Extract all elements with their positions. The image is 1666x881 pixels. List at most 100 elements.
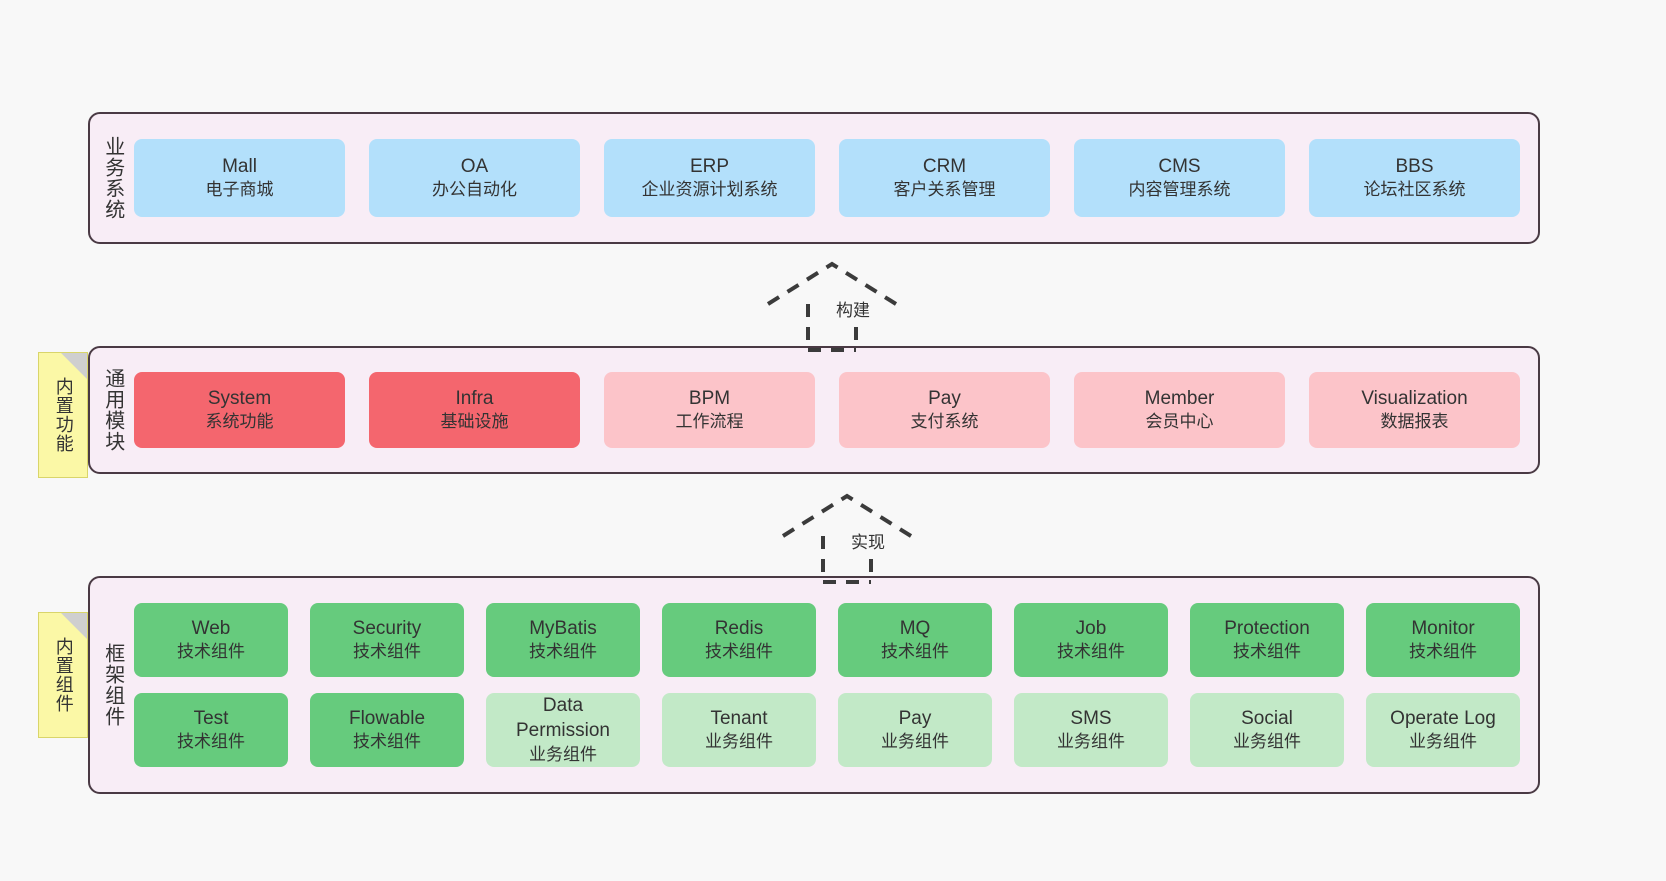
card-mall[interactable]: Mall 电子商城: [134, 139, 345, 217]
card-title: Visualization: [1361, 387, 1468, 409]
card-infra[interactable]: Infra 基础设施: [369, 372, 580, 448]
card-subtitle: 技术组件: [529, 642, 597, 662]
card-title: Job: [1075, 617, 1107, 639]
card-tenant[interactable]: Tenant 业务组件: [662, 693, 816, 767]
card-subtitle: 数据报表: [1380, 412, 1449, 432]
card-data-permission[interactable]: Data Permission 业务组件: [486, 693, 640, 767]
card-subtitle: 技术组件: [1233, 642, 1301, 662]
card-test[interactable]: Test 技术组件: [134, 693, 288, 767]
card-subtitle: 技术组件: [1409, 642, 1477, 662]
card-title: Data Permission: [516, 695, 610, 741]
card-subtitle: 业务组件: [1057, 732, 1125, 752]
card-title: SMS: [1070, 707, 1112, 729]
card-title: Pay: [928, 387, 961, 409]
layer-framework-components: 框架组件 Web 技术组件 Security 技术组件 MyBatis 技术组件: [88, 576, 1540, 794]
layer-common-modules: 通用模块 System 系统功能 Infra 基础设施 BPM 工作流程 Pay…: [88, 346, 1540, 474]
card-subtitle: 支付系统: [910, 412, 979, 432]
card-bbs[interactable]: BBS 论坛社区系统: [1309, 139, 1520, 217]
card-title: OA: [460, 155, 489, 177]
card-flowable[interactable]: Flowable 技术组件: [310, 693, 464, 767]
card-row-technical-components: Web 技术组件 Security 技术组件 MyBatis 技术组件 Redi…: [134, 603, 1520, 677]
card-system[interactable]: System 系统功能: [134, 372, 345, 448]
arrowhead-build-icon: [766, 261, 898, 306]
connector-build: 构建: [760, 258, 920, 354]
card-pay[interactable]: Pay 支付系统: [839, 372, 1050, 448]
card-title: Security: [352, 617, 422, 639]
card-mybatis[interactable]: MyBatis 技术组件: [486, 603, 640, 677]
card-web[interactable]: Web 技术组件: [134, 603, 288, 677]
card-subtitle: 技术组件: [1057, 642, 1125, 662]
card-title: Web: [191, 617, 231, 639]
layer-body-framework-components: Web 技术组件 Security 技术组件 MyBatis 技术组件 Redi…: [134, 578, 1538, 792]
card-title: MyBatis: [529, 617, 597, 639]
card-subtitle: 工作流程: [675, 412, 744, 432]
card-title: Protection: [1224, 617, 1310, 639]
card-subtitle: 基础设施: [440, 412, 509, 432]
card-pay-business[interactable]: Pay 业务组件: [838, 693, 992, 767]
card-title: BBS: [1395, 155, 1434, 177]
card-subtitle: 论坛社区系统: [1363, 180, 1466, 200]
card-operate-log[interactable]: Operate Log 业务组件: [1366, 693, 1520, 767]
card-crm[interactable]: CRM 客户关系管理: [839, 139, 1050, 217]
card-social[interactable]: Social 业务组件: [1190, 693, 1344, 767]
tag-builtin-features: 内置功能: [38, 352, 88, 478]
card-subtitle: 技术组件: [177, 642, 245, 662]
card-monitor[interactable]: Monitor 技术组件: [1366, 603, 1520, 677]
card-title: Monitor: [1411, 617, 1475, 639]
card-mq[interactable]: MQ 技术组件: [838, 603, 992, 677]
layer-business-systems: 业务系统 Mall 电子商城 OA 办公自动化 ERP 企业资源计划系统 CRM…: [88, 112, 1540, 244]
layer-body-business-systems: Mall 电子商城 OA 办公自动化 ERP 企业资源计划系统 CRM 客户关系…: [134, 114, 1538, 242]
card-title: Test: [193, 707, 229, 729]
card-security[interactable]: Security 技术组件: [310, 603, 464, 677]
card-title: MQ: [899, 617, 931, 639]
card-subtitle: 技术组件: [705, 642, 773, 662]
card-title: Tenant: [710, 707, 768, 729]
folded-corner-icon: [61, 613, 87, 639]
card-row-business-systems: Mall 电子商城 OA 办公自动化 ERP 企业资源计划系统 CRM 客户关系…: [134, 139, 1520, 217]
card-bpm[interactable]: BPM 工作流程: [604, 372, 815, 448]
card-member[interactable]: Member 会员中心: [1074, 372, 1285, 448]
card-subtitle: 技术组件: [177, 732, 245, 752]
card-subtitle: 业务组件: [529, 744, 597, 764]
card-subtitle: 技术组件: [353, 642, 421, 662]
card-sms[interactable]: SMS 业务组件: [1014, 693, 1168, 767]
card-oa[interactable]: OA 办公自动化: [369, 139, 580, 217]
card-title: CRM: [922, 155, 967, 177]
card-row-common-modules: System 系统功能 Infra 基础设施 BPM 工作流程 Pay 支付系统…: [134, 372, 1520, 448]
card-title: Flowable: [348, 707, 426, 729]
card-subtitle: 业务组件: [1233, 732, 1301, 752]
connector-label-implement: 实现: [849, 528, 887, 553]
card-visualization[interactable]: Visualization 数据报表: [1309, 372, 1520, 448]
card-subtitle: 技术组件: [353, 732, 421, 752]
tag-label: 内置功能: [53, 377, 74, 453]
card-protection[interactable]: Protection 技术组件: [1190, 603, 1344, 677]
card-job[interactable]: Job 技术组件: [1014, 603, 1168, 677]
card-row-business-components: Test 技术组件 Flowable 技术组件 Data Permission …: [134, 693, 1520, 767]
card-subtitle: 会员中心: [1145, 412, 1214, 432]
card-title: Operate Log: [1390, 707, 1496, 729]
layer-label-business-systems: 业务系统: [101, 136, 124, 220]
arrowhead-implement-icon: [781, 493, 913, 538]
layer-label-common-modules: 通用模块: [101, 368, 124, 452]
card-subtitle: 技术组件: [881, 642, 949, 662]
connector-label-build: 构建: [834, 296, 872, 321]
card-title: Pay: [898, 707, 932, 729]
card-title: Redis: [714, 617, 764, 639]
tag-builtin-components: 内置组件: [38, 612, 88, 738]
card-title: Infra: [455, 387, 494, 409]
card-redis[interactable]: Redis 技术组件: [662, 603, 816, 677]
card-title: CMS: [1158, 155, 1201, 177]
card-subtitle: 电子商城: [205, 180, 274, 200]
card-subtitle: 办公自动化: [432, 180, 517, 200]
card-erp[interactable]: ERP 企业资源计划系统: [604, 139, 815, 217]
card-subtitle: 业务组件: [705, 732, 773, 752]
card-title: Member: [1144, 387, 1215, 409]
card-title: Mall: [222, 155, 257, 177]
connector-implement: 实现: [775, 490, 935, 586]
card-title: System: [207, 387, 272, 409]
card-cms[interactable]: CMS 内容管理系统: [1074, 139, 1285, 217]
tag-label: 内置组件: [53, 637, 74, 713]
card-title: BPM: [688, 387, 731, 409]
card-subtitle: 客户关系管理: [893, 180, 996, 200]
